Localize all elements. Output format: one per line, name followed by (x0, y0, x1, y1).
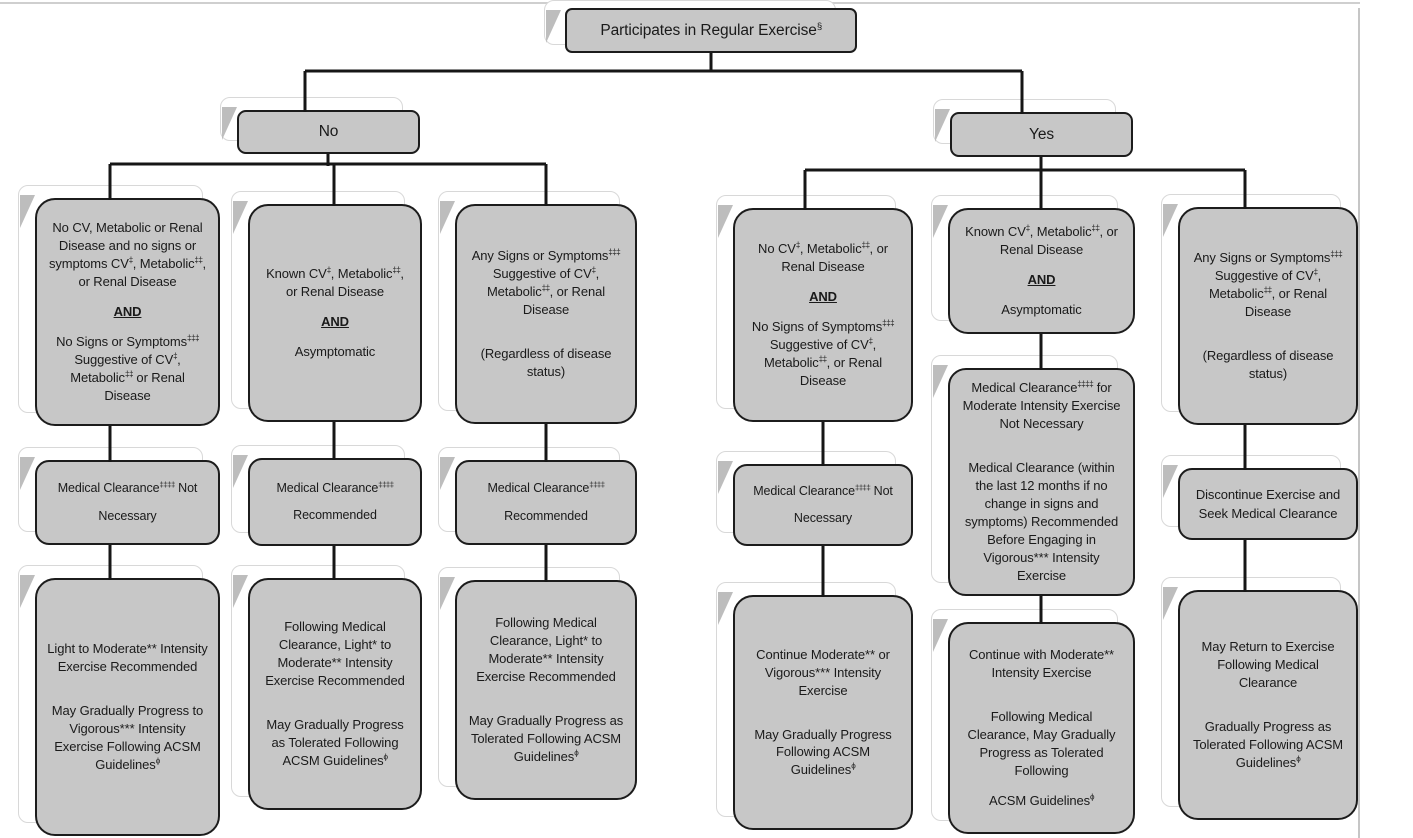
node-box: No (237, 110, 420, 154)
node-text: Medical Clearance‡‡‡‡ for Moderate Inten… (962, 379, 1121, 583)
node-no-disease-no-symptoms-left: No CV, Metabolic or Renal Disease and no… (18, 185, 220, 426)
node-box: Following Medical Clearance, Light* to M… (455, 580, 637, 800)
node-text: Medical Clearance‡‡‡‡ Not Necessary (753, 482, 893, 525)
node-box: Yes (950, 112, 1133, 157)
node-box: Medical Clearance‡‡‡‡ Recommended (248, 458, 422, 546)
node-box: Participates in Regular Exercise§ (565, 8, 857, 53)
node-known-disease-asymptomatic-right: Known CV‡, Metabolic‡‡, or Renal Disease… (931, 195, 1135, 334)
node-box: Discontinue Exercise and Seek Medical Cl… (1178, 468, 1358, 540)
node-text: Medical Clearance‡‡‡‡ Not Necessary (57, 479, 198, 523)
node-text: Any Signs or Symptoms‡‡‡ Suggestive of C… (1193, 249, 1343, 381)
node-clearance-moderate-not-necessary-vigorous-recommended: Medical Clearance‡‡‡‡ for Moderate Inten… (931, 355, 1135, 596)
node-text: Continue Moderate** or Vigorous*** Inten… (754, 646, 892, 778)
node-text: Following Medical Clearance, Light* to M… (265, 619, 405, 768)
node-text: Following Medical Clearance, Light* to M… (468, 615, 624, 764)
node-light-to-moderate-recommended: Light to Moderate** Intensity Exercise R… (18, 565, 220, 836)
node-text: May Return to Exercise Following Medical… (1192, 639, 1344, 770)
node-box: Any Signs or Symptoms‡‡‡ Suggestive of C… (1178, 207, 1358, 425)
node-participates-in-regular-exercise: Participates in Regular Exercise§ (544, 0, 857, 53)
node-box: May Return to Exercise Following Medical… (1178, 590, 1358, 820)
node-clearance-recommended-1: Medical Clearance‡‡‡‡ Recommended (231, 445, 422, 546)
node-text: Yes (1029, 125, 1054, 143)
node-text: Light to Moderate** Intensity Exercise R… (47, 641, 208, 772)
node-box: Any Signs or Symptoms‡‡‡ Suggestive of C… (455, 204, 637, 424)
node-text: Participates in Regular Exercise§ (600, 20, 822, 39)
node-text: No CV, Metabolic or Renal Disease and no… (48, 220, 207, 403)
node-clearance-not-necessary-left: Medical Clearance‡‡‡‡ Not Necessary (18, 447, 220, 545)
node-continue-moderate-or-vigorous: Continue Moderate** or Vigorous*** Inten… (716, 582, 913, 830)
node-text: Medical Clearance‡‡‡‡ Recommended (276, 479, 394, 522)
branch-no: No (220, 97, 420, 154)
branch-yes: Yes (933, 99, 1133, 157)
node-box: Known CV‡, Metabolic‡‡, or Renal Disease… (948, 208, 1135, 334)
node-text: Discontinue Exercise and Seek Medical Cl… (1195, 486, 1341, 522)
node-following-clearance-light-moderate-1: Following Medical Clearance, Light* to M… (231, 565, 422, 810)
node-box: Medical Clearance‡‡‡‡ for Moderate Inten… (948, 368, 1135, 596)
node-any-signs-symptoms-left: Any Signs or Symptoms‡‡‡ Suggestive of C… (438, 191, 637, 424)
node-box: Medical Clearance‡‡‡‡ Not Necessary (35, 460, 220, 545)
node-text: Known CV‡, Metabolic‡‡, or Renal Disease… (965, 223, 1118, 317)
node-text: No (318, 123, 339, 141)
node-text: Continue with Moderate** Intensity Exerc… (967, 647, 1116, 808)
node-clearance-recommended-2: Medical Clearance‡‡‡‡ Recommended (438, 447, 637, 545)
node-clearance-not-necessary-right: Medical Clearance‡‡‡‡ Not Necessary (716, 451, 913, 546)
node-text: Any Signs or Symptoms‡‡‡ Suggestive of C… (471, 247, 621, 379)
node-box: Medical Clearance‡‡‡‡ Not Necessary (733, 464, 913, 546)
node-following-clearance-light-moderate-2: Following Medical Clearance, Light* to M… (438, 567, 637, 800)
node-box: Known CV‡, Metabolic‡‡, or Renal Disease… (248, 204, 422, 422)
node-box: Light to Moderate** Intensity Exercise R… (35, 578, 220, 836)
node-text: Known CV‡, Metabolic‡‡, or Renal Disease… (266, 265, 404, 359)
node-continue-moderate-following-clearance-progress: Continue with Moderate** Intensity Exerc… (931, 609, 1135, 834)
node-box: No CV, Metabolic or Renal Disease and no… (35, 198, 220, 426)
node-any-signs-symptoms-right: Any Signs or Symptoms‡‡‡ Suggestive of C… (1161, 194, 1358, 425)
node-box: Continue with Moderate** Intensity Exerc… (948, 622, 1135, 834)
node-box: Medical Clearance‡‡‡‡ Recommended (455, 460, 637, 545)
node-box: Continue Moderate** or Vigorous*** Inten… (733, 595, 913, 830)
node-box: Following Medical Clearance, Light* to M… (248, 578, 422, 810)
node-text: Medical Clearance‡‡‡‡ Recommended (487, 479, 605, 523)
page-right-border (1358, 8, 1360, 838)
node-known-disease-asymptomatic-left: Known CV‡, Metabolic‡‡, or Renal Disease… (231, 191, 422, 422)
node-return-to-exercise-following-clearance: May Return to Exercise Following Medical… (1161, 577, 1358, 820)
node-discontinue-exercise-seek-clearance: Discontinue Exercise and Seek Medical Cl… (1161, 455, 1358, 540)
